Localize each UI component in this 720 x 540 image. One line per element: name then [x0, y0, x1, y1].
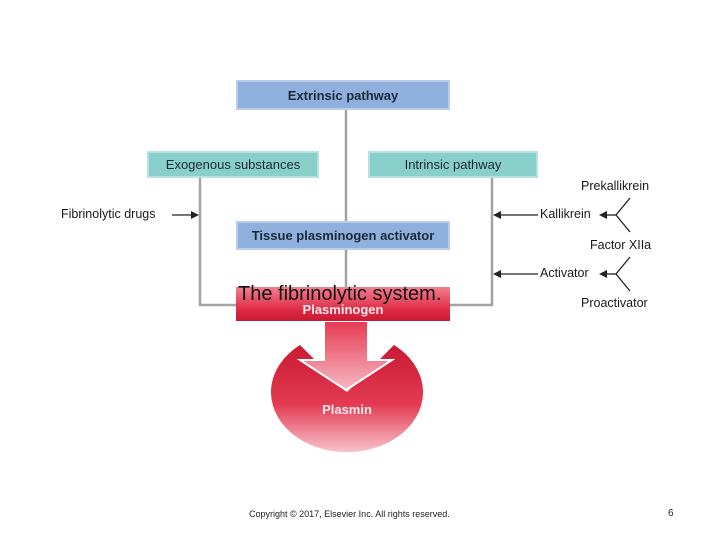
kallikrein-branch	[615, 197, 631, 233]
exogenous-substances-label: Exogenous substances	[165, 157, 301, 172]
tissue-plasminogen-activator-box: Tissue plasminogen activator	[236, 221, 450, 250]
kallikrein-label: Kallikrein	[540, 207, 591, 221]
extrinsic-pathway-box: Extrinsic pathway	[236, 80, 450, 110]
plasmin-label: Plasmin	[322, 402, 372, 417]
extrinsic-pathway-label: Extrinsic pathway	[287, 87, 399, 103]
factor-xiia-label: Factor XIIa	[590, 238, 652, 252]
tissue-plasminogen-activator-label: Tissue plasminogen activator	[251, 228, 435, 243]
left-rail-line	[198, 178, 236, 307]
activator-branch	[615, 256, 631, 292]
kallikrein-branch-head	[599, 211, 607, 219]
activator-branch-head	[599, 270, 607, 278]
activator-label: Activator	[540, 266, 589, 280]
exogenous-substances-box: Exogenous substances	[147, 151, 319, 178]
plasminogen-label: Plasminogen	[302, 302, 384, 317]
right-rail-line	[450, 178, 494, 307]
slide-caption: The fibrinolytic system.	[238, 283, 442, 305]
prekallikrein-label: Prekallikrein	[581, 179, 650, 193]
activator-arrow-head	[493, 270, 501, 278]
kallikrein-arrow-head	[493, 211, 501, 219]
intrinsic-pathway-box: Intrinsic pathway	[368, 151, 538, 178]
intrinsic-pathway-label: Intrinsic pathway	[404, 157, 502, 172]
fibrinolytic-drugs-label: Fibrinolytic drugs	[61, 207, 156, 221]
drugs-arrow-head	[191, 211, 199, 219]
plasmin-shape	[271, 345, 424, 453]
copyright-notice: Copyright © 2017, Elsevier Inc. All righ…	[249, 509, 450, 519]
plasminogen-box: Plasminogen	[236, 287, 450, 321]
proactivator-label: Proactivator	[581, 296, 648, 310]
page-number: 6	[668, 508, 674, 519]
conversion-arrow	[296, 320, 396, 392]
